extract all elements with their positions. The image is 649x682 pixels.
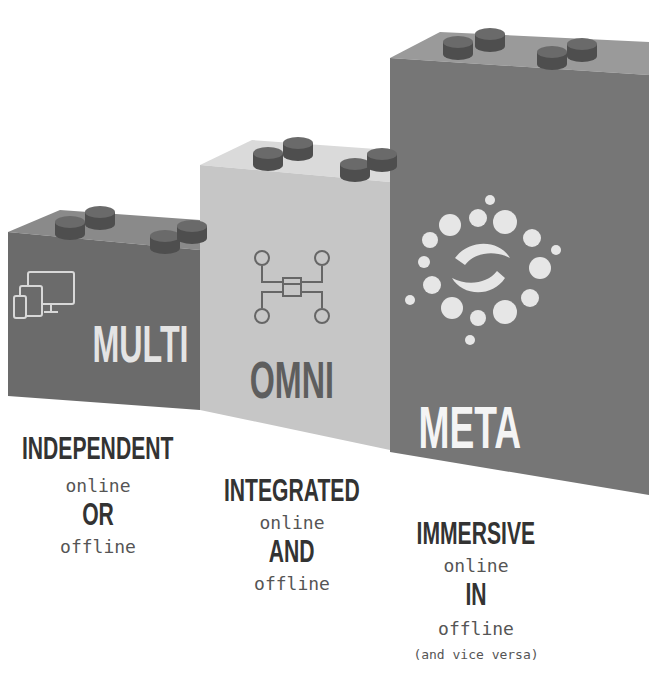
multi-brick — [8, 210, 200, 410]
caption-text: offline — [438, 620, 514, 638]
brick-word: MULTI — [92, 318, 188, 370]
caption-text: online — [259, 514, 324, 532]
brick-word: OMNI — [250, 354, 334, 406]
caption-heading: OR — [82, 498, 114, 530]
brick-node: OMNIINTEGRATEDonlineANDoffline — [200, 182, 390, 450]
caption-heading: INTEGRATED — [224, 474, 360, 506]
brick-word: META — [419, 398, 522, 458]
brick-studs — [55, 28, 597, 254]
caption-text: offline — [60, 538, 136, 556]
caption-text: online — [65, 477, 130, 495]
caption-heading: IMMERSIVE — [417, 517, 536, 549]
caption-text: online — [443, 557, 508, 575]
caption-heading: IN — [465, 578, 486, 610]
network-icon — [255, 251, 329, 323]
caption-heading: AND — [269, 535, 315, 567]
brick-node: METAIMMERSIVEonlineINoffline(and vice ve… — [390, 75, 649, 495]
devices-icon — [14, 272, 74, 318]
omni-brick — [200, 140, 390, 450]
caption-note: (and vice versa) — [413, 648, 538, 661]
brick-node: MULTIINDEPENDENTonlineORoffline — [8, 250, 200, 410]
meta-brick — [390, 32, 649, 495]
caption-text: offline — [254, 575, 330, 593]
caption-heading: INDEPENDENT — [22, 432, 173, 464]
meta-blob-icon — [405, 195, 561, 345]
